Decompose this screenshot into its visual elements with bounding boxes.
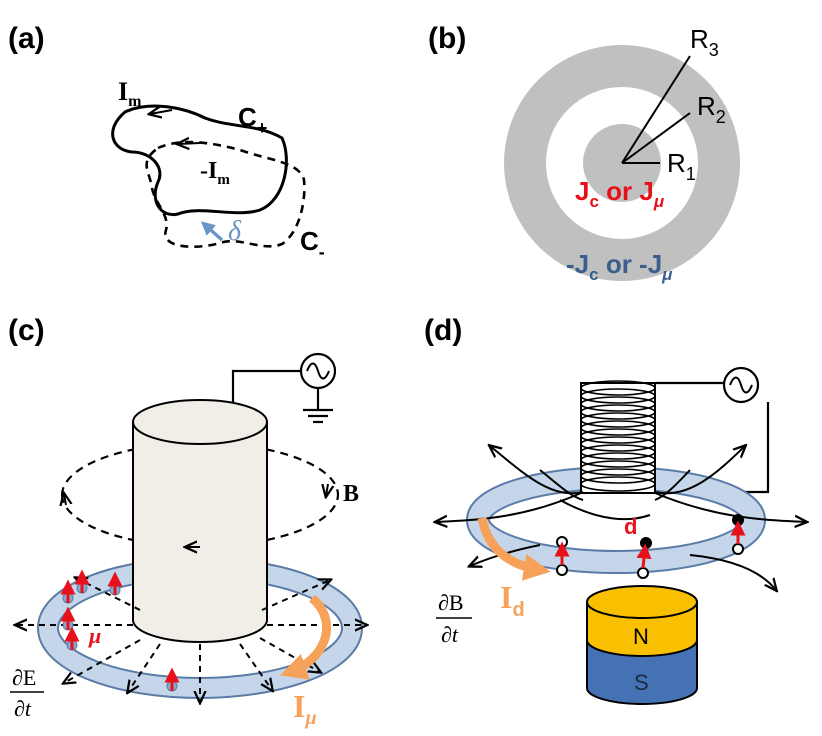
- b-arrow-right: [326, 484, 328, 496]
- radius-r1-label: R1: [667, 148, 696, 184]
- db-dt-numerator: ∂B: [438, 590, 464, 615]
- de-dt-numerator: ∂E: [12, 665, 36, 690]
- shift-delta-label: δ: [228, 216, 242, 247]
- panel-c: (c) B: [8, 314, 366, 729]
- ac-wire: [231, 369, 301, 408]
- magnet-north-label: N: [633, 624, 649, 649]
- dipole-arrows: [554, 514, 746, 579]
- magnet-south: [586, 639, 698, 705]
- radius-r2-label: R2: [697, 91, 726, 127]
- dipole-d-label: d: [624, 514, 637, 539]
- panel-a-label: (a): [8, 22, 45, 55]
- ac-wave: [306, 362, 330, 380]
- panel-b-label: (b): [428, 22, 466, 55]
- curve-c-plus-label: C+: [238, 102, 267, 138]
- dipole: [636, 537, 652, 579]
- current-i-d-arrow: [477, 517, 551, 581]
- moment-mu-label: μ: [88, 623, 101, 648]
- b-field-label: B: [343, 481, 359, 507]
- moment-arrow: [74, 569, 90, 594]
- panel-c-label: (c): [8, 314, 45, 347]
- moment-arrow: [107, 571, 123, 596]
- magnet-south-label: S: [634, 670, 649, 695]
- curve-c-minus-label: C-: [300, 226, 325, 262]
- current-arrow-solid: [150, 110, 173, 114]
- radius-r2: [621, 112, 691, 164]
- ac-wave-d: [729, 376, 753, 394]
- cylinder-body: [132, 421, 268, 643]
- moment-arrow: [164, 667, 180, 692]
- b-arrow-left: [64, 494, 66, 505]
- outer-ring: [504, 45, 740, 281]
- dipole: [730, 514, 746, 555]
- magnet-top: [586, 585, 698, 619]
- moment-arrow: [60, 579, 76, 604]
- current-arrow-dashed: [178, 143, 201, 144]
- outer-current-label: -Jc or -Jμ: [566, 249, 673, 284]
- b-field-lines-d: [436, 446, 806, 590]
- de-dt-denominator: ∂t: [14, 696, 32, 721]
- shift-arrow: [200, 221, 224, 242]
- moment-arrows: [60, 569, 180, 692]
- curve-c-minus: [145, 140, 306, 249]
- current-im-label: Im: [118, 77, 142, 110]
- radius-r3: [621, 55, 691, 164]
- panel-a: (a) Im C+ -Im C- δ: [8, 22, 325, 262]
- bar-magnet: N S: [586, 585, 698, 705]
- moment-arrow: [64, 626, 80, 651]
- radius-r3-label: R3: [690, 24, 719, 60]
- dipole: [554, 536, 570, 576]
- current-i-d-label: Id: [500, 579, 525, 621]
- current-i-mu-label: Iμ: [293, 688, 317, 729]
- coil-windings: [580, 380, 656, 492]
- inner-current-label: Jc or Jμ: [575, 176, 665, 211]
- neg-current-label: -Im: [200, 158, 230, 188]
- panel-b: (b) R3 R2 R1 Jc or Jμ -Jc or -Jμ: [428, 22, 740, 284]
- panel-d: (d): [424, 314, 806, 705]
- cylinder-top: [132, 399, 268, 445]
- panel-d-label: (d): [424, 314, 462, 347]
- current-i-mu-arrow: [279, 594, 332, 680]
- curve-c-plus: [111, 104, 288, 217]
- db-dt-denominator: ∂t: [441, 622, 459, 647]
- b-field-loop-front-left: [60, 494, 134, 542]
- b-field-loop-front-right: [266, 494, 340, 542]
